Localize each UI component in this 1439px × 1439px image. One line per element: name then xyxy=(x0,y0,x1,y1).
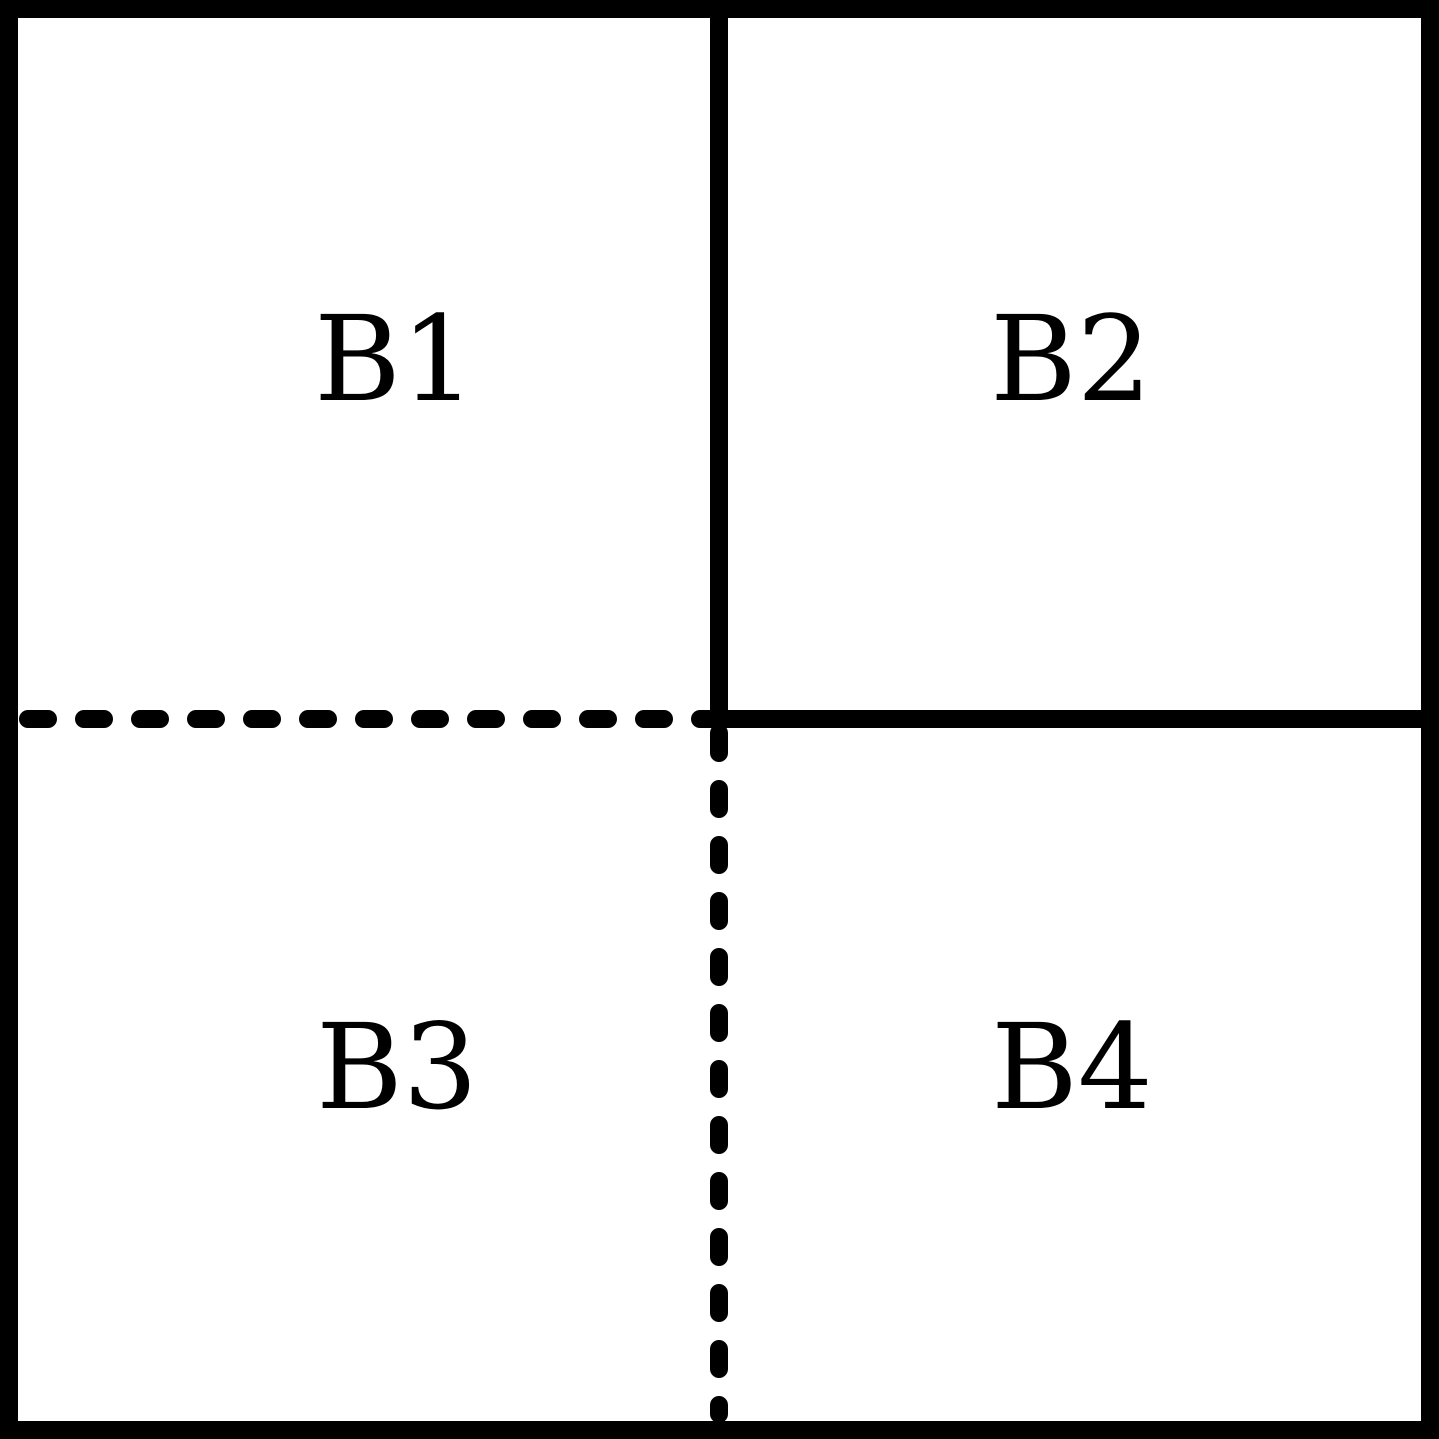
block-label-b3: B3 xyxy=(316,998,478,1136)
block-label-b1: B1 xyxy=(314,290,476,428)
block-label-b4: B4 xyxy=(991,998,1153,1136)
block-label-b2: B2 xyxy=(990,290,1152,428)
